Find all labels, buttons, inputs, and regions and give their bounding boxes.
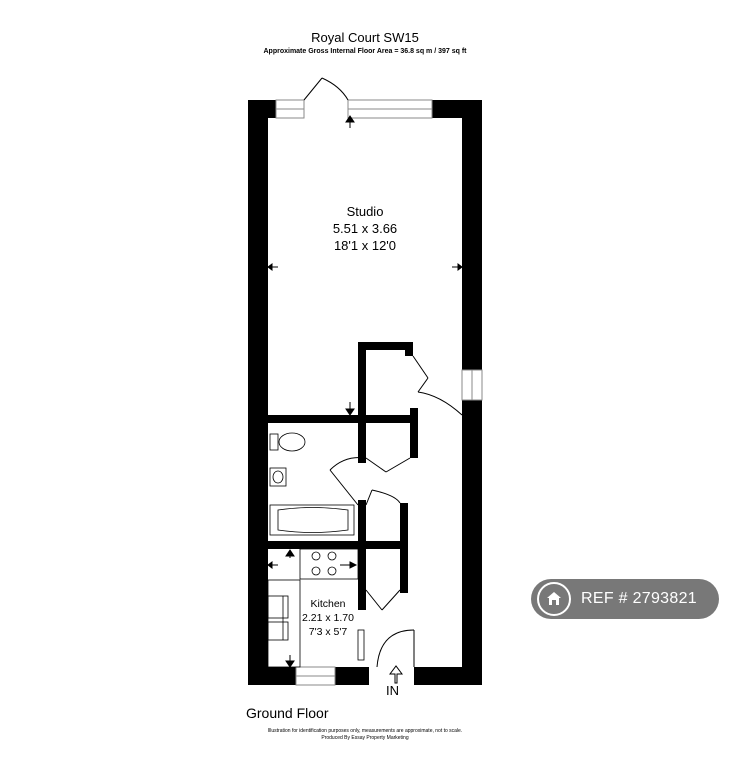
plan-title: Royal Court SW15	[311, 30, 419, 45]
entrance-arrow-icon	[389, 665, 403, 684]
entrance-label: IN	[386, 683, 399, 698]
kitchen-room-label: Kitchen 2.21 x 1.70 7'3 x 5'7	[297, 597, 359, 639]
interior-doors	[329, 355, 463, 668]
kitchen-metric-size: 2.21 x 1.70	[302, 612, 354, 624]
floor-name: Ground Floor	[246, 705, 329, 721]
home-icon	[537, 582, 571, 616]
studio-imperial-size: 18'1 x 12'0	[333, 238, 397, 253]
reference-badge: REF # 2793821	[531, 579, 719, 619]
outer-walls	[248, 100, 482, 685]
studio-name: Studio	[346, 204, 384, 219]
bath-icon	[269, 504, 355, 536]
patio-door	[303, 77, 349, 101]
basin-icon	[269, 467, 287, 487]
hob-icon	[311, 551, 321, 561]
kitchen-imperial-size: 7'3 x 5'7	[308, 626, 348, 638]
reference-number: REF # 2793821	[581, 590, 697, 607]
studio-room-label: Studio 5.51 x 3.66 18'1 x 12'0	[300, 203, 430, 254]
kitchen-name: Kitchen	[310, 598, 346, 610]
sink-icon	[267, 595, 289, 619]
interior-walls	[268, 342, 470, 610]
producer-credit: Produced By Essay Property Marketing	[321, 735, 409, 741]
toilet-icon	[278, 432, 306, 452]
disclaimer-line: Illustration for identification purposes…	[267, 728, 463, 734]
disclaimer: Illustration for identification purposes…	[0, 728, 730, 742]
windows	[275, 99, 483, 686]
dimension-arrows	[267, 115, 463, 668]
bathroom-fittings	[269, 432, 355, 536]
floor-area-subtitle: Approximate Gross Internal Floor Area = …	[263, 48, 467, 55]
studio-metric-size: 5.51 x 3.66	[332, 221, 398, 236]
kitchen-fittings	[267, 548, 365, 668]
